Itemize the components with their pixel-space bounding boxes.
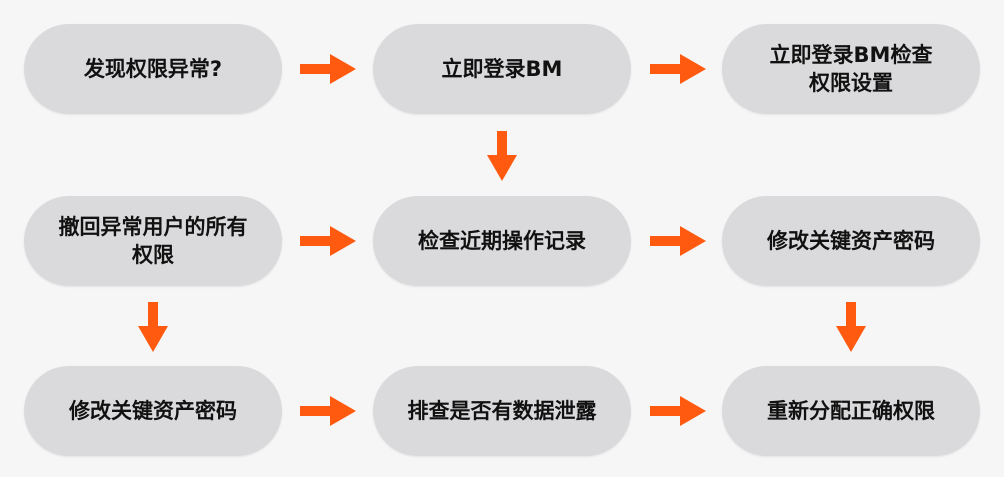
node-discover-anomaly: 发现权限异常?	[24, 24, 282, 114]
node-change-passwords-2: 修改关键资产密码	[24, 366, 282, 456]
node-label: 排查是否有数据泄露	[407, 399, 597, 423]
node-revoke-permissions: 撤回异常用户的所有权限	[24, 196, 282, 286]
arrow-right-icon	[650, 396, 706, 426]
node-check-records: 检查近期操作记录	[373, 196, 631, 286]
node-label: 发现权限异常?	[83, 57, 223, 81]
arrow-right-icon	[650, 226, 706, 256]
arrow-right-icon	[650, 54, 706, 84]
node-login-bm: 立即登录BM	[373, 24, 631, 114]
arrow-down-icon	[138, 302, 168, 352]
node-login-check-permissions: 立即登录BM检查权限设置	[722, 24, 980, 114]
arrow-right-icon	[300, 226, 356, 256]
node-label: 立即登录BM	[441, 57, 563, 81]
node-label: 撤回异常用户的所有权限	[58, 215, 248, 267]
node-label: 立即登录BM检查权限设置	[769, 43, 933, 95]
node-label: 修改关键资产密码	[767, 229, 935, 253]
node-change-passwords: 修改关键资产密码	[722, 196, 980, 286]
arrow-right-icon	[300, 54, 356, 84]
arrow-down-icon	[487, 131, 517, 181]
node-label: 重新分配正确权限	[767, 399, 935, 423]
node-reassign-permissions: 重新分配正确权限	[722, 366, 980, 456]
node-label: 修改关键资产密码	[69, 399, 237, 423]
node-label: 检查近期操作记录	[418, 229, 586, 253]
arrow-down-icon	[836, 302, 866, 352]
arrow-right-icon	[300, 396, 356, 426]
node-check-data-leak: 排查是否有数据泄露	[373, 366, 631, 456]
